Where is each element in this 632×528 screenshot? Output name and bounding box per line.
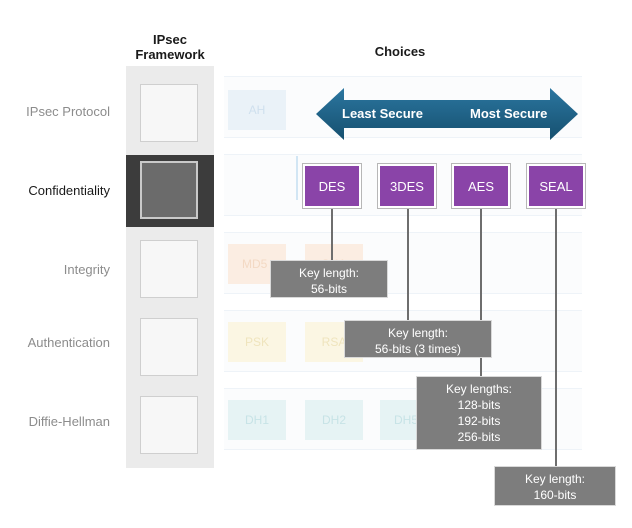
security-arrow — [316, 88, 578, 140]
keybox-aes-line4: 256-bits — [457, 430, 501, 444]
row-label-confidentiality: Confidentiality — [28, 183, 110, 198]
keybox-aes-line1: Key lengths: — [445, 382, 513, 396]
connector-seal — [555, 208, 557, 470]
choices-header: Choices — [374, 44, 426, 59]
keybox-des: Key length: 56-bits — [270, 260, 388, 298]
keybox-3des: Key length: 56-bits (3 times) — [344, 320, 492, 358]
connector-des — [331, 208, 333, 264]
option-dh1: DH1 — [228, 400, 286, 440]
connector-aes — [480, 208, 482, 380]
arrow-label-most-secure: Most Secure — [470, 106, 548, 121]
connector-3des — [407, 208, 409, 324]
keybox-3des-line1: Key length: — [387, 326, 449, 340]
option-psk: PSK — [228, 322, 286, 362]
keybox-3des-line2: 56-bits (3 times) — [374, 342, 462, 356]
keybox-des-line1: Key length: — [298, 266, 360, 280]
framework-box-diffie-hellman — [140, 396, 198, 454]
accent-line-left — [296, 156, 298, 200]
keybox-aes-line3: 192-bits — [457, 414, 501, 428]
row-label-integrity: Integrity — [63, 262, 110, 277]
keybox-aes-line2: 128-bits — [457, 398, 501, 412]
row-label-ipsec-protocol: IPsec Protocol — [26, 104, 110, 119]
row-label-authentication: Authentication — [27, 335, 110, 350]
arrow-label-least-secure: Least Secure — [342, 106, 423, 121]
keybox-aes: Key lengths: 128-bits 192-bits 256-bits — [416, 376, 542, 450]
keybox-seal-line2: 160-bits — [533, 488, 577, 502]
framework-header: IPsec Framework — [126, 32, 214, 62]
arrow-shape — [316, 88, 578, 140]
framework-box-authentication — [140, 318, 198, 376]
algo-aes: AES — [451, 163, 511, 209]
keybox-seal-line1: Key length: — [524, 472, 586, 486]
framework-box-confidentiality — [140, 161, 198, 219]
keybox-seal: Key length: 160-bits — [494, 466, 616, 506]
algo-seal: SEAL — [526, 163, 586, 209]
framework-box-ipsec-protocol — [140, 84, 198, 142]
framework-header-line2: Framework — [135, 47, 205, 62]
framework-box-integrity — [140, 240, 198, 298]
algo-3des: 3DES — [377, 163, 437, 209]
keybox-des-line2: 56-bits — [310, 282, 348, 296]
framework-header-line1: IPsec — [153, 32, 187, 47]
algo-des: DES — [302, 163, 362, 209]
option-ah: AH — [228, 90, 286, 130]
row-label-diffie-hellman: Diffie-Hellman — [28, 414, 110, 429]
option-dh2: DH2 — [305, 400, 363, 440]
